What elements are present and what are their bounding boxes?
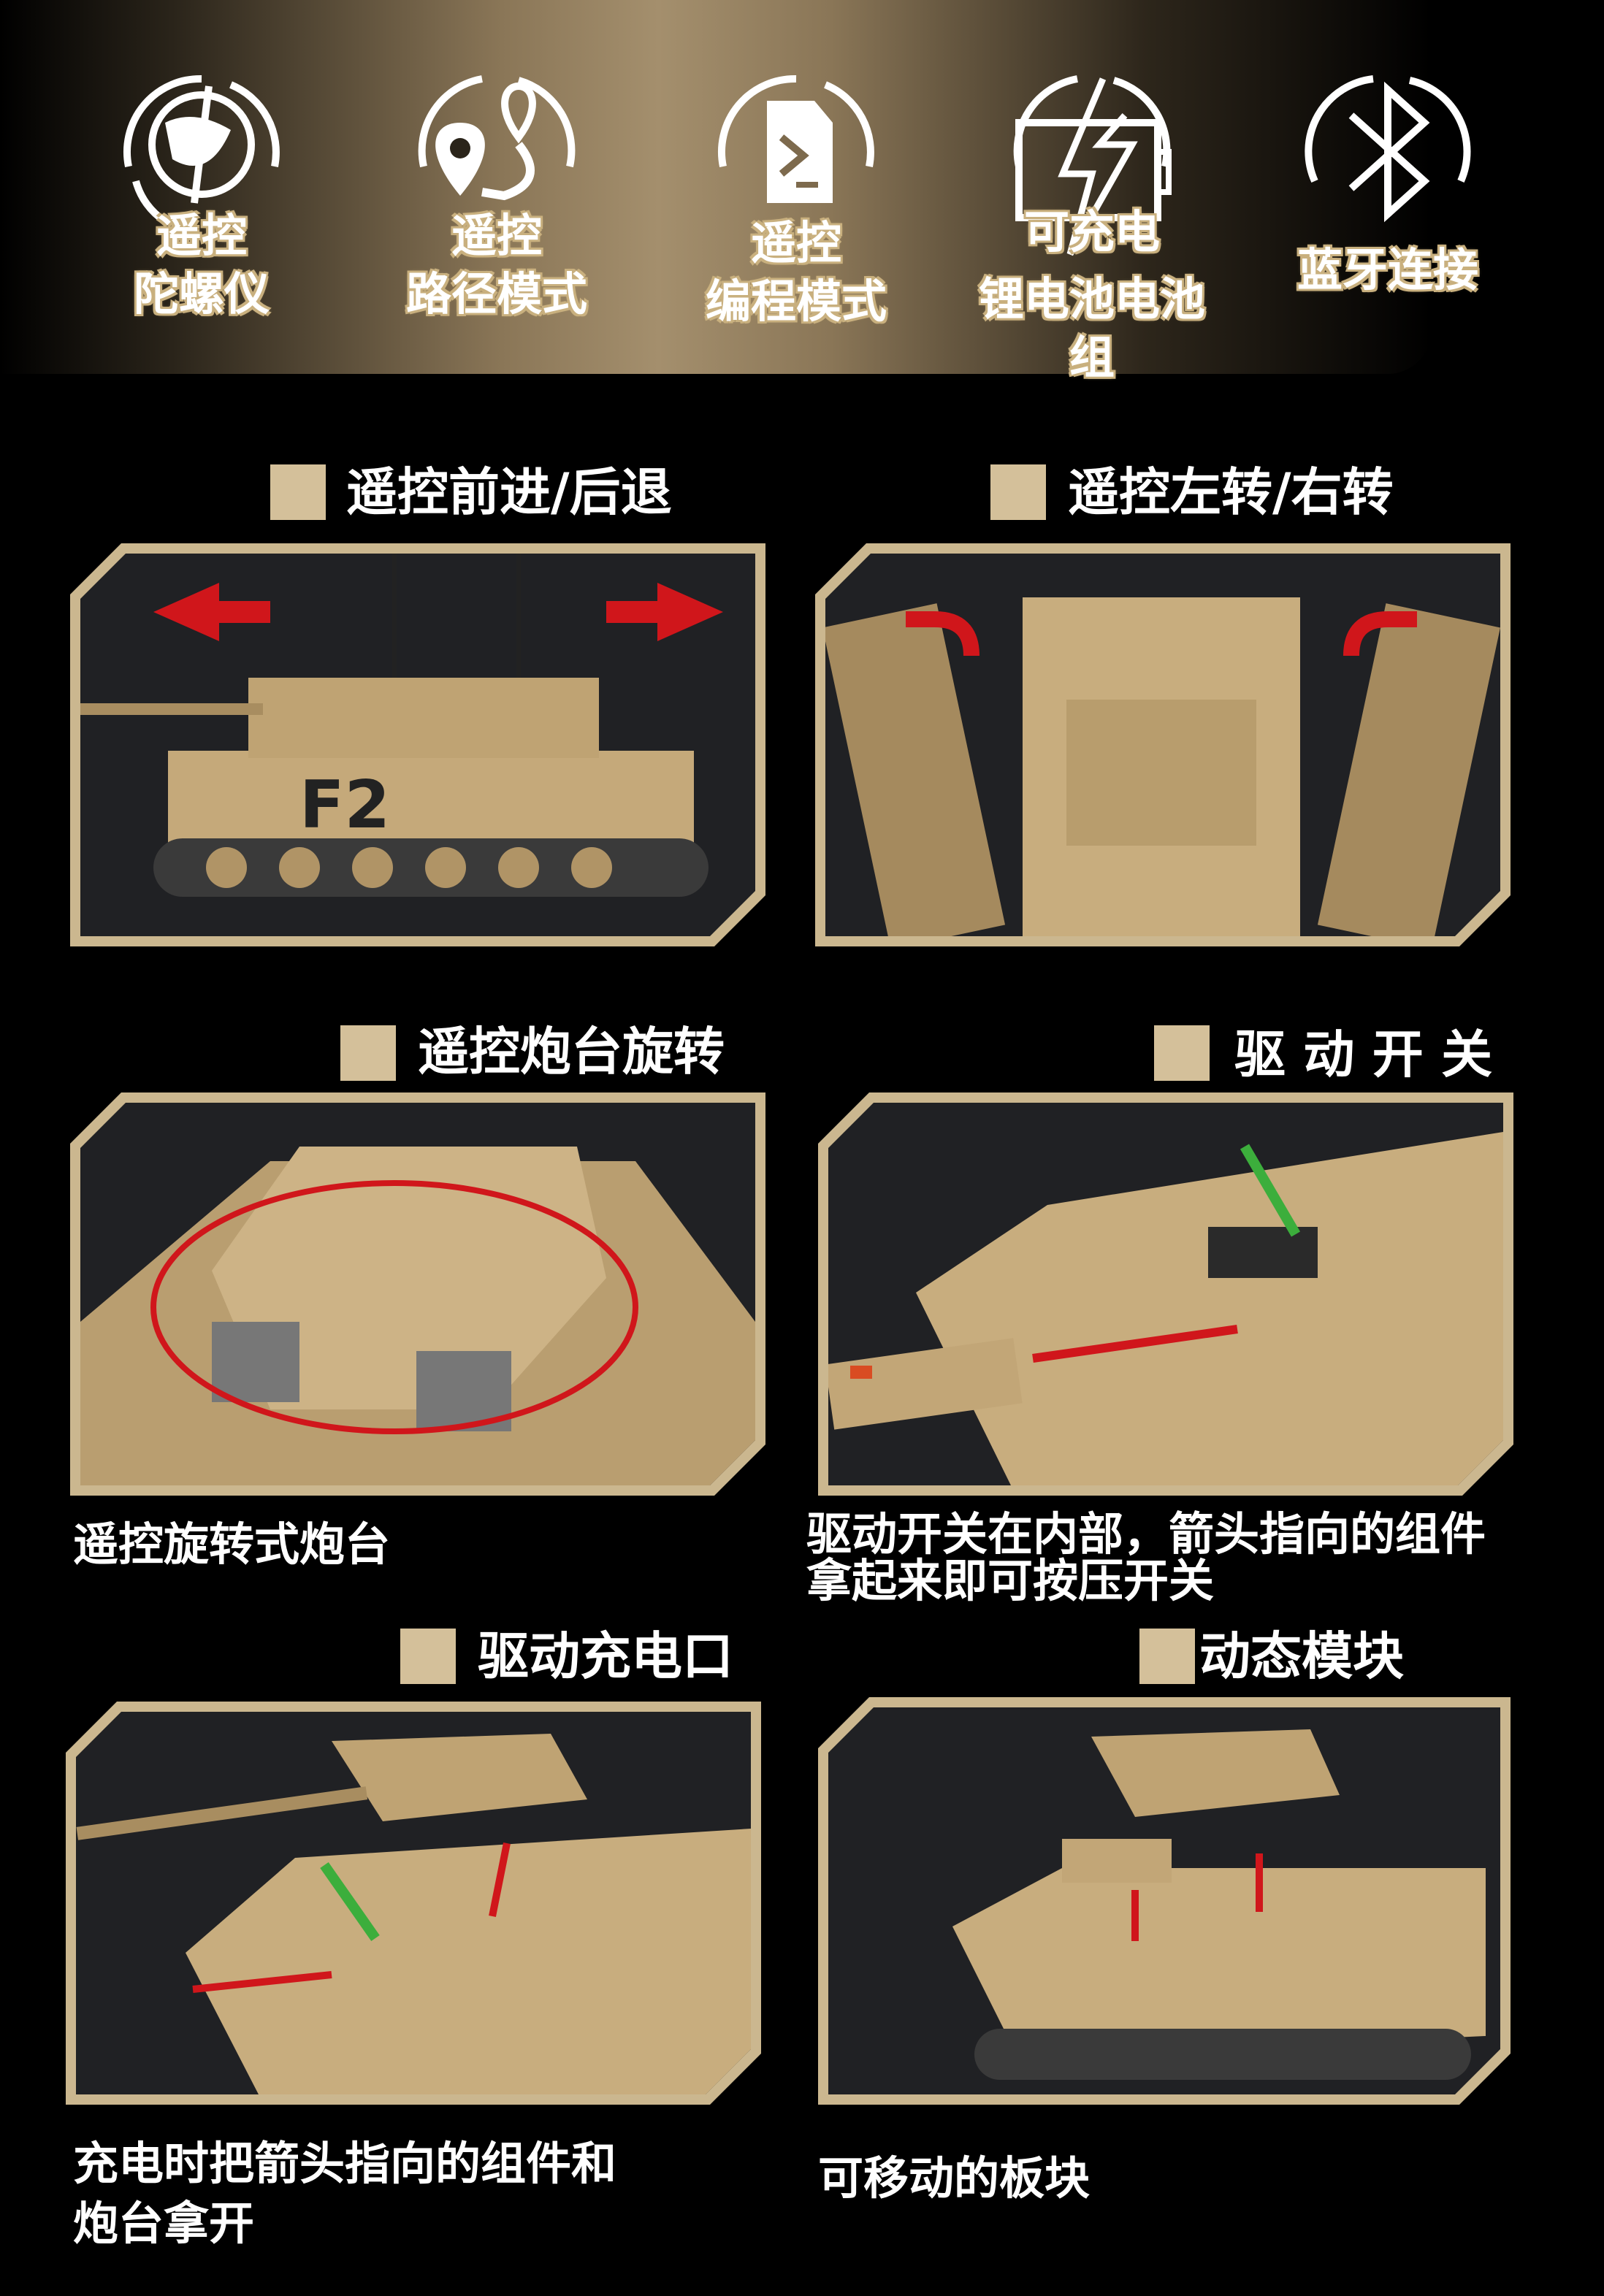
section-title-charge: 驱动充电口	[478, 1626, 733, 1686]
section-marker	[1139, 1629, 1195, 1684]
tank-top-image	[825, 554, 1500, 936]
red-arrow-icon	[1033, 1329, 1237, 1358]
route-pin-icon	[418, 75, 576, 201]
section-marker	[340, 1025, 396, 1081]
feature-label-2: 锂电池电池组	[978, 272, 1205, 384]
caption-turret: 遥控旋转式炮台	[73, 1518, 391, 1571]
panel-turret	[70, 1092, 765, 1496]
dynamic-module-image	[828, 1707, 1500, 2094]
panel-dynamic	[818, 1697, 1511, 2105]
hull-marking: F2	[299, 767, 390, 843]
caption-charge-line2: 炮台拿开	[73, 2197, 255, 2250]
section-title-forward-back: 遥控前进/后退	[346, 462, 672, 522]
tank-side-image: F2	[80, 554, 755, 936]
rotate-arrow-icon	[153, 1183, 635, 1431]
green-arrow-icon	[1245, 1147, 1296, 1234]
caption-switch-line1: 驱动开关在内部，箭头指向的组件	[806, 1507, 1486, 1561]
turn-right-arrow-icon	[1351, 619, 1417, 656]
caption-charge-line1: 充电时把箭头指向的组件和	[73, 2137, 617, 2190]
section-title-switch: 驱 动 开 关	[1234, 1025, 1493, 1084]
section-title-dynamic: 动态模块	[1199, 1626, 1404, 1686]
gyroscope-icon	[123, 74, 280, 225]
panel-turn	[815, 543, 1511, 946]
section-marker	[1154, 1025, 1210, 1081]
feature-program: 遥控 编程模式	[679, 35, 913, 342]
turret-image	[80, 1103, 755, 1485]
red-up-arrow-icon	[492, 1843, 507, 1916]
feature-label-2: 路径模式	[405, 267, 587, 321]
caption-switch-line2: 拿起来即可按压开关	[806, 1554, 1215, 1607]
feature-label-2: 陀螺仪	[133, 267, 270, 321]
section-title-turn: 遥控左转/右转	[1068, 462, 1394, 522]
program-file-icon	[718, 74, 874, 203]
feature-label-1: 蓝牙连接	[1296, 243, 1478, 296]
feature-route: 遥控 路径模式	[380, 35, 614, 342]
panel-forward-back: F2	[70, 543, 765, 946]
section-title-turret: 遥控炮台旋转	[418, 1022, 725, 1082]
feature-bluetooth: 蓝牙连接	[1271, 35, 1505, 342]
arrow-left-icon	[153, 583, 270, 641]
feature-banner	[0, 0, 1432, 374]
section-marker	[270, 464, 326, 520]
feature-label-1: 遥控	[451, 209, 542, 262]
caption-dynamic: 可移动的板块	[818, 2151, 1091, 2205]
arrow-right-icon	[606, 583, 723, 641]
panel-charge	[66, 1702, 761, 2105]
feature-label-2: 编程模式	[705, 275, 887, 328]
section-marker	[990, 464, 1046, 520]
charge-image	[76, 1712, 751, 2094]
turn-left-arrow-icon	[906, 619, 971, 656]
red-arrow-icon	[193, 1975, 332, 1989]
switch-image	[828, 1103, 1503, 1485]
battery-charge-icon	[1013, 75, 1172, 256]
feature-label-1: 遥控	[156, 209, 247, 262]
feature-label-1: 遥控	[750, 216, 841, 269]
feature-gyroscope: 遥控 陀螺仪	[85, 35, 318, 342]
panel-switch	[818, 1092, 1513, 1496]
green-arrow-icon	[324, 1865, 375, 1938]
feature-battery: 可充电 锂电池电池组	[975, 35, 1209, 384]
section-marker	[400, 1629, 456, 1684]
feature-label-1: 可充电	[1023, 205, 1160, 259]
bluetooth-icon	[1305, 75, 1471, 223]
